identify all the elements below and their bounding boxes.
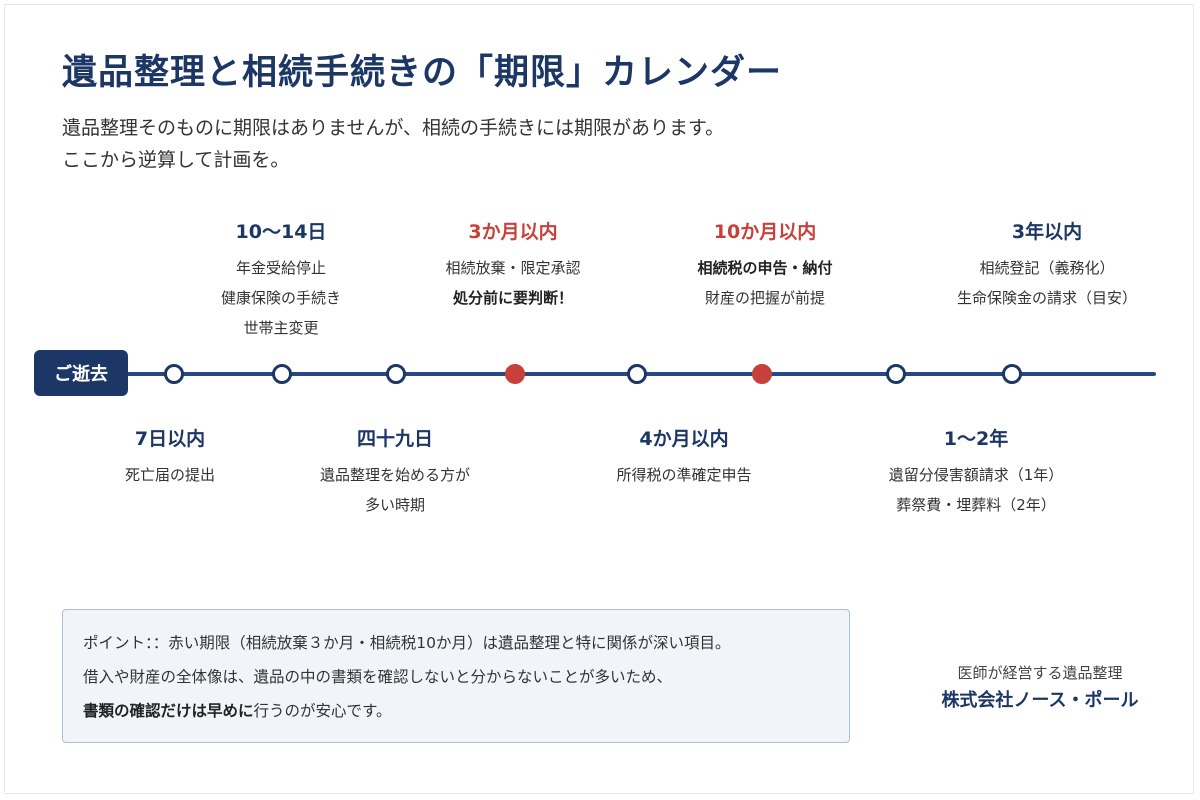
page-subtitle: 遺品整理そのものに期限はありませんが、相続の手続きには期限があります。 ここから… [62, 112, 724, 176]
timeline-node [164, 364, 184, 384]
event-description: 処分前に要判断！ [452, 289, 573, 307]
event-description: 葬祭費・埋葬料（2年） [896, 496, 1056, 514]
timeline-node [886, 364, 906, 384]
timeline-event-top: 3か月以内 相続放棄・限定承認 処分前に要判断！ [383, 219, 643, 313]
subtitle-line: ここから逆算して計画を。 [62, 149, 290, 171]
event-deadline-label: 7日以内 [134, 428, 206, 450]
point-line: 借入や財産の全体像は、遺品の中の書類を確認しないと分からないことが多いため、 [83, 668, 673, 686]
timeline-event-bottom: 4か月以内 所得税の準確定申告 [554, 426, 814, 490]
subtitle-line: 遺品整理そのものに期限はありませんが、相続の手続きには期限があります。 [62, 117, 725, 139]
timeline-node [627, 364, 647, 384]
start-badge: ご逝去 [34, 350, 128, 396]
event-deadline-label: 四十九日 [356, 428, 433, 450]
point-text: 行うのが安心です。 [253, 702, 392, 720]
event-description: 財産の把握が前提 [704, 289, 825, 307]
timeline-event-top: 3年以内 相続登記（義務化） 生命保険金の請求（目安） [917, 219, 1177, 313]
event-description: 相続登記（義務化） [979, 259, 1115, 277]
event-description: 世帯主変更 [243, 319, 319, 337]
timeline-event-bottom: 7日以内 死亡届の提出 [40, 426, 300, 490]
company-block: 医師が経営する遺品整理 株式会社ノース・ポール [900, 660, 1180, 716]
point-emphasis: 書類の確認だけは早めに [83, 702, 254, 720]
timeline-event-bottom: 1〜2年 遺留分侵害額請求（1年） 葬祭費・埋葬料（2年） [846, 426, 1106, 520]
event-description: 多い時期 [364, 496, 425, 514]
point-note-box: ポイント：：赤い期限（相続放棄３か月・相続税10か月）は遺品整理と特に関係が深い… [62, 609, 850, 743]
timeline-node [272, 364, 292, 384]
event-description: 相続放棄・限定承認 [445, 259, 581, 277]
event-description: 健康保険の手続き [220, 289, 341, 307]
timeline-node [386, 364, 406, 384]
timeline-node [1002, 364, 1022, 384]
event-description: 相続税の申告・納付 [697, 259, 833, 277]
event-description: 所得税の準確定申告 [616, 466, 752, 484]
timeline-event-bottom: 四十九日 遺品整理を始める方が 多い時期 [265, 426, 525, 520]
event-description: 遺留分侵害額請求（1年） [888, 466, 1064, 484]
event-deadline-label: 3年以内 [1011, 221, 1083, 243]
timeline-node [752, 364, 772, 384]
event-description: 死亡届の提出 [124, 466, 215, 484]
page-frame [4, 4, 1194, 794]
event-deadline-label: 4か月以内 [639, 428, 729, 450]
event-deadline-label: 10〜14日 [235, 221, 327, 243]
timeline-node [505, 364, 525, 384]
company-tagline: 医師が経営する遺品整理 [957, 664, 1123, 682]
event-description: 生命保険金の請求（目安） [956, 289, 1137, 307]
event-deadline-label: 10か月以内 [713, 221, 817, 243]
page-title: 遺品整理と相続手続きの「期限」カレンダー [62, 53, 783, 93]
timeline-event-top: 10〜14日 年金受給停止 健康保険の手続き 世帯主変更 [151, 219, 411, 343]
event-description: 遺品整理を始める方が [319, 466, 470, 484]
point-line: ポイント：：赤い期限（相続放棄３か月・相続税10か月）は遺品整理と特に関係が深い… [83, 634, 731, 652]
event-deadline-label: 1〜2年 [943, 428, 1009, 450]
company-name: 株式会社ノース・ポール [941, 690, 1139, 711]
event-deadline-label: 3か月以内 [468, 221, 558, 243]
event-description: 年金受給停止 [235, 259, 326, 277]
timeline-event-top: 10か月以内 相続税の申告・納付 財産の把握が前提 [635, 219, 895, 313]
point-line: 書類の確認だけは早めに行うのが安心です。 [83, 694, 849, 728]
